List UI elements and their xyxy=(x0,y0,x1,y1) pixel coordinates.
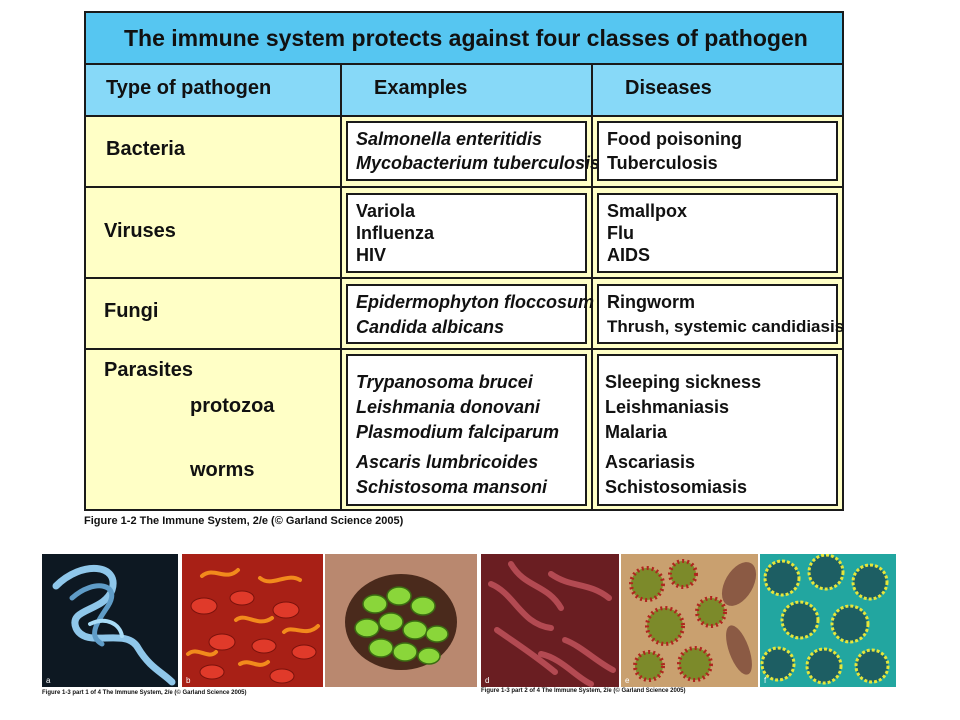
pathogen-type-viruses: Viruses xyxy=(104,220,176,242)
examples-cell-bacteria: Salmonella enteritidis Mycobacterium tub… xyxy=(346,121,600,181)
photo-leishmania xyxy=(325,554,477,687)
example-item: Epidermophyton floccosum xyxy=(356,292,595,312)
disease-item: Smallpox xyxy=(607,201,688,221)
photo-letter-a: a xyxy=(46,676,51,685)
column-divider xyxy=(591,65,593,511)
disease-item: Leishmaniasis xyxy=(605,397,730,417)
blood-cells-illustration xyxy=(186,568,320,684)
header-examples: Examples xyxy=(374,77,468,99)
pathogen-type-bacteria: Bacteria xyxy=(106,138,185,160)
virus-cluster-illustration xyxy=(760,554,890,685)
example-item: HIV xyxy=(356,245,387,265)
disease-item: Malaria xyxy=(605,422,668,442)
virions-illustration xyxy=(629,559,757,682)
disease-item: Ringworm xyxy=(607,292,695,312)
disease-item: Flu xyxy=(607,223,634,243)
header-type-of-pathogen: Type of pathogen xyxy=(106,77,272,99)
parasite-subtype-protozoa: protozoa xyxy=(190,395,275,417)
pathogen-type-fungi: Fungi xyxy=(104,300,159,322)
figure-caption: Figure 1-2 The Immune System, 2/e (© Gar… xyxy=(84,515,404,527)
disease-item: Thrush, systemic candidiasis xyxy=(607,317,845,336)
example-item: Variola xyxy=(356,201,416,221)
table-title-band: The immune system protects against four … xyxy=(86,13,842,65)
example-item: Mycobacterium tuberculosis xyxy=(356,153,601,173)
example-item: Plasmodium falciparum xyxy=(356,422,560,442)
disease-item: Schistosomiasis xyxy=(605,477,748,497)
table-header-row: Type of pathogen Examples Diseases xyxy=(86,65,842,117)
disease-item: AIDS xyxy=(607,245,651,265)
disease-item: Tuberculosis xyxy=(607,153,718,173)
example-item: Schistosoma mansoni xyxy=(356,477,548,497)
photo-virus-cluster: f xyxy=(760,554,896,687)
worm-illustration xyxy=(52,564,176,686)
table-title: The immune system protects against four … xyxy=(124,25,808,51)
disease-item: Sleeping sickness xyxy=(605,372,762,392)
pathogen-table: The immune system protects against four … xyxy=(84,11,844,511)
example-item: Ascaris lumbricoides xyxy=(356,452,539,472)
disease-item: Food poisoning xyxy=(607,129,742,149)
example-item: Trypanosoma brucei xyxy=(356,372,533,392)
disease-item: Ascariasis xyxy=(605,452,696,472)
examples-cell-fungi: Epidermophyton floccosum Candida albican… xyxy=(346,284,594,344)
diseases-cell-viruses: Smallpox Flu AIDS xyxy=(597,193,838,273)
photo-letter-f: f xyxy=(764,676,767,685)
photo-caption-right: Figure 1-3 part 2 of 4 The Immune System… xyxy=(481,688,686,694)
photo-caption-left: Figure 1-3 part 1 of 4 The Immune System… xyxy=(42,690,247,696)
hyphae-illustration xyxy=(488,561,616,687)
photo-worm: a xyxy=(42,554,178,687)
photo-virus-particles: e xyxy=(621,554,758,687)
examples-cell-viruses: Variola Influenza HIV xyxy=(346,193,587,273)
photo-letter-d: d xyxy=(485,676,490,685)
cell-cluster-illustration xyxy=(345,574,457,670)
diseases-cell-fungi: Ringworm Thrush, systemic candidiasis xyxy=(597,284,844,344)
photo-letter-e: e xyxy=(625,676,630,685)
header-diseases: Diseases xyxy=(625,77,712,99)
example-item: Candida albicans xyxy=(356,317,505,337)
diseases-cell-parasites: Sleeping sickness Leishmaniasis Malaria … xyxy=(597,354,838,506)
example-item: Leishmania donovani xyxy=(356,397,541,417)
example-item: Salmonella enteritidis xyxy=(356,129,543,149)
photo-trypanosomes: b xyxy=(182,554,323,687)
photo-fungi: d xyxy=(481,554,619,687)
example-item: Influenza xyxy=(356,223,435,243)
diseases-cell-bacteria: Food poisoning Tuberculosis xyxy=(597,121,838,181)
row-divider xyxy=(86,186,842,188)
column-divider xyxy=(340,65,342,511)
row-divider xyxy=(86,348,842,350)
parasite-subtype-worms: worms xyxy=(190,459,255,481)
row-divider xyxy=(86,277,842,279)
examples-cell-parasites: Trypanosoma brucei Leishmania donovani P… xyxy=(346,354,587,506)
pathogen-type-parasites: Parasites xyxy=(104,359,193,381)
photo-letter-b: b xyxy=(186,676,191,685)
